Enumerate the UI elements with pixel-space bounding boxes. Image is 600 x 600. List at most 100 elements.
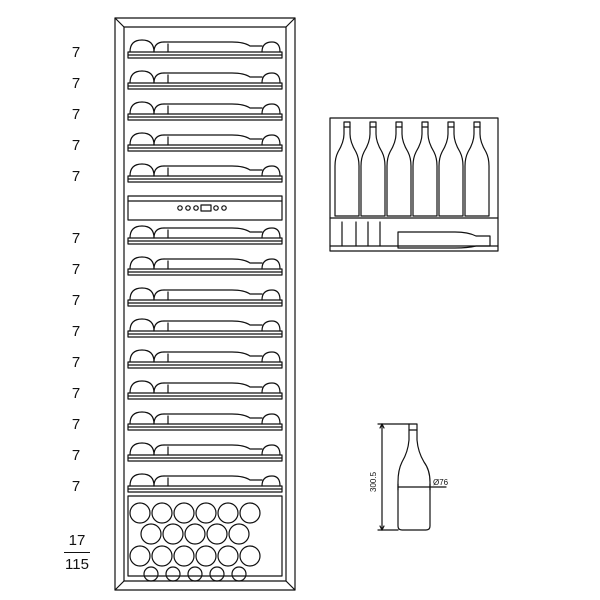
- shelf-count-4: 7: [71, 137, 81, 154]
- bottle-end: [261, 103, 281, 115]
- bottom-count-denominator: 115: [65, 556, 89, 573]
- bottle-end: [129, 256, 155, 270]
- shelf-7: [127, 256, 283, 276]
- bottle-end: [129, 225, 155, 239]
- shelf-count-14: 7: [71, 478, 81, 495]
- rack-frame: [127, 495, 283, 577]
- bottle-end: [129, 473, 155, 487]
- shelf-front-view: [329, 117, 499, 252]
- shelf-group: [127, 39, 283, 493]
- rack-bottle-end: [129, 502, 151, 524]
- bottle-dimension-figure: [377, 423, 447, 531]
- bottle-end: [129, 132, 155, 146]
- rack-bottle-end: [162, 523, 184, 545]
- bottle-end: [153, 103, 165, 115]
- bottle-end: [261, 475, 281, 487]
- bottle-end: [261, 413, 281, 425]
- bottom-fraction-line: [64, 552, 90, 553]
- bottle-contour: [163, 475, 263, 481]
- bottle-end: [261, 227, 281, 239]
- bottle-contour: [163, 165, 263, 171]
- upright-bottle: [360, 121, 386, 217]
- bottle-contour: [163, 444, 263, 450]
- shelf-count-2: 7: [71, 75, 81, 92]
- shelf-3: [127, 101, 283, 121]
- rack-bottle-end: [129, 545, 151, 567]
- shelf-2: [127, 70, 283, 90]
- bottle-height-label: 300.5: [369, 471, 378, 492]
- bottle-end: [129, 39, 155, 53]
- bottle-end: [261, 382, 281, 394]
- bottle-end: [153, 289, 165, 301]
- shelf-12: [127, 411, 283, 431]
- bottom-count-numerator: 17: [68, 532, 86, 549]
- bottle-end: [153, 165, 165, 177]
- shelf-count-9: 7: [71, 323, 81, 340]
- lying-bottle: [397, 231, 491, 249]
- shelf-count-11: 7: [71, 385, 81, 402]
- shelf-11: [127, 380, 283, 400]
- bottle-end: [153, 413, 165, 425]
- upright-bottle: [386, 121, 412, 217]
- control-panel: [127, 195, 283, 221]
- bottle-contour: [163, 134, 263, 140]
- bottle-end: [153, 475, 165, 487]
- bottle-end: [129, 442, 155, 456]
- bottle-contour: [163, 258, 263, 264]
- bottle-end: [261, 289, 281, 301]
- bottle-end: [261, 258, 281, 270]
- shelf-count-13: 7: [71, 447, 81, 464]
- bottle-end: [129, 70, 155, 84]
- bottle-end: [153, 320, 165, 332]
- rack-bottle-end: [187, 566, 203, 582]
- rack-bottle-end: [217, 545, 239, 567]
- rack-bottle-end: [165, 566, 181, 582]
- bottle-end: [153, 41, 165, 53]
- upright-bottle: [464, 121, 490, 217]
- shelf-1: [127, 39, 283, 59]
- shelf-count-1: 7: [71, 44, 81, 61]
- rack-bottle-end: [209, 566, 225, 582]
- bottle-end: [129, 349, 155, 363]
- bottle-end: [153, 227, 165, 239]
- shelf-count-5: 7: [71, 168, 81, 185]
- rack-bottle-end: [173, 502, 195, 524]
- bottle-end: [153, 134, 165, 146]
- rack-bottle-end: [195, 502, 217, 524]
- bottle-contour: [163, 41, 263, 47]
- bottom-bottle-rack: [127, 495, 283, 582]
- rack-bottle-end: [140, 523, 162, 545]
- shelf-count-10: 7: [71, 354, 81, 371]
- bottle-contour: [163, 103, 263, 109]
- shelf-10: [127, 349, 283, 369]
- rack-bottle-end: [206, 523, 228, 545]
- shelf-count-3: 7: [71, 106, 81, 123]
- rack-bottle-end: [184, 523, 206, 545]
- shelf-14: [127, 473, 283, 493]
- bottle-contour: [163, 72, 263, 78]
- bottle-contour: [163, 413, 263, 419]
- bottle-end: [153, 444, 165, 456]
- shelf-4: [127, 132, 283, 152]
- shelf-6: [127, 225, 283, 245]
- bottle-end: [261, 444, 281, 456]
- shelf-count-7: 7: [71, 261, 81, 278]
- bottle-end: [153, 382, 165, 394]
- bottle-contour: [163, 382, 263, 388]
- bottle-end: [261, 134, 281, 146]
- rack-bottle-end: [231, 566, 247, 582]
- bottle-end: [129, 380, 155, 394]
- rack-bottle-end: [151, 502, 173, 524]
- bottle-contour: [163, 227, 263, 233]
- bottle-contour: [163, 351, 263, 357]
- bottle-end: [129, 411, 155, 425]
- bottle-contour: [163, 320, 263, 326]
- bottle-end: [261, 41, 281, 53]
- bottle-contour: [163, 289, 263, 295]
- upright-bottles: [334, 121, 490, 217]
- bottle-end: [153, 72, 165, 84]
- bottle-end: [129, 163, 155, 177]
- shelf-8: [127, 287, 283, 307]
- rack-bottle-end: [151, 545, 173, 567]
- cabinet-outline: [114, 17, 296, 591]
